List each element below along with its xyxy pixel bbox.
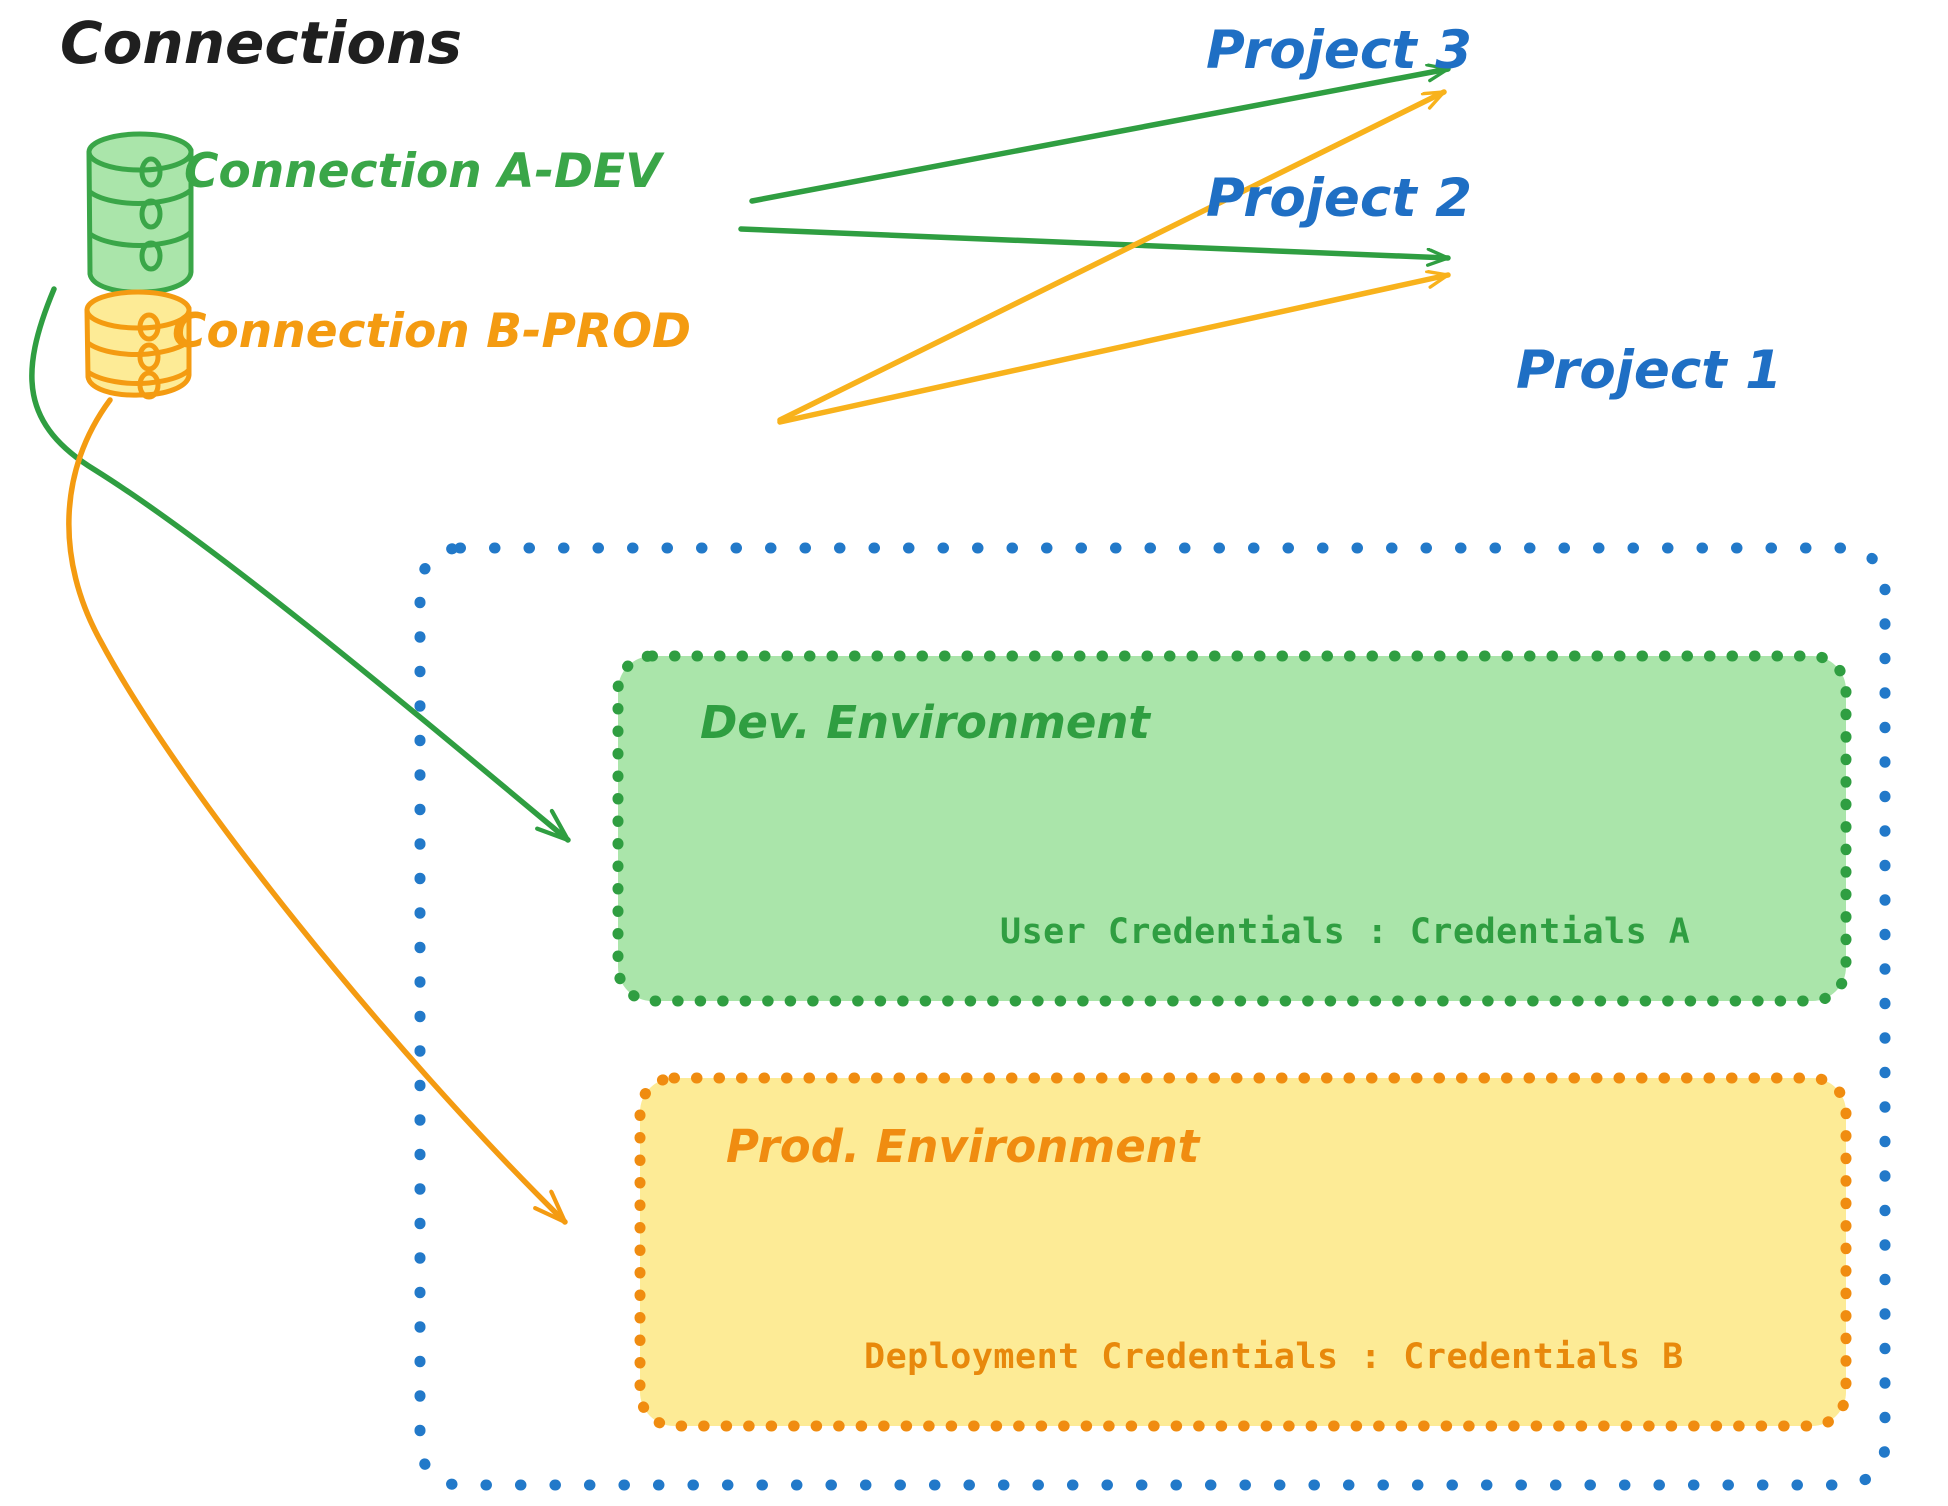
database-cylinder-icon-green bbox=[86, 131, 194, 295]
connection-b-prod-label[interactable]: Connection B-PROD bbox=[172, 304, 692, 359]
edge-conn-a-to-project-2 bbox=[738, 226, 1451, 258]
prod-environment-title: Prod. Environment bbox=[726, 1120, 1200, 1173]
prod-environment-box[interactable] bbox=[634, 1072, 1852, 1432]
connection-a-dev-label[interactable]: Connection A-DEV bbox=[184, 144, 662, 199]
edge-conn-b-to-project-3 bbox=[777, 89, 1447, 423]
prod-environment-credentials: Deployment Credentials : Credentials B bbox=[864, 1337, 1684, 1377]
project-1-container bbox=[414, 542, 1891, 1491]
dev-environment-credentials: User Credentials : Credentials A bbox=[1000, 912, 1691, 952]
page-title: Connections bbox=[60, 9, 462, 77]
database-cylinder-icon-orange bbox=[84, 289, 192, 400]
project-3-label[interactable]: Project 3 bbox=[1206, 20, 1472, 81]
edge-conn-b-to-project-2 bbox=[777, 275, 1451, 425]
dev-environment-title: Dev. Environment bbox=[700, 696, 1150, 749]
project-2-label[interactable]: Project 2 bbox=[1206, 168, 1472, 229]
project-1-label[interactable]: Project 1 bbox=[1516, 340, 1782, 401]
edge-conn-a-to-dev-environment bbox=[29, 286, 571, 843]
edge-conn-a-to-project-3 bbox=[749, 69, 1451, 204]
edge-conn-b-to-prod-environment bbox=[66, 397, 568, 1225]
dev-environment-box[interactable] bbox=[612, 650, 1852, 1007]
